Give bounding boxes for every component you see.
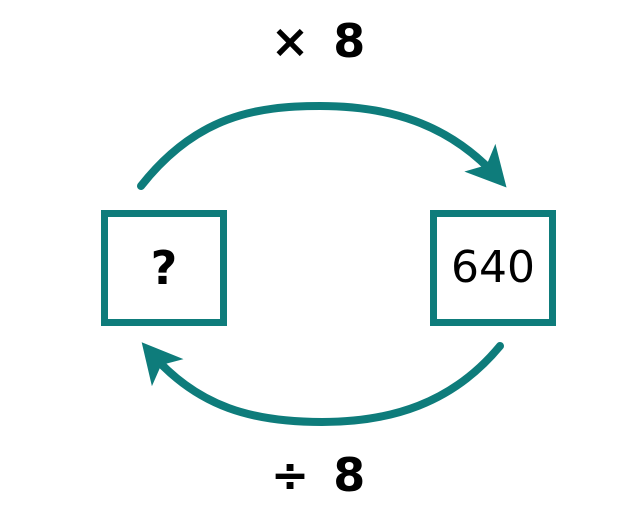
value-box-known-text: 640 [451, 242, 535, 293]
divide-operation-label: ÷ 8 [270, 448, 370, 502]
value-box-unknown-text: ? [150, 241, 178, 295]
arrow-multiply-top [137, 101, 507, 190]
value-box-known[interactable]: 640 [430, 210, 556, 326]
value-box-unknown[interactable]: ? [101, 210, 227, 326]
arrow-divide-bottom [141, 342, 504, 427]
multiply-operation-label: × 8 [270, 14, 370, 68]
